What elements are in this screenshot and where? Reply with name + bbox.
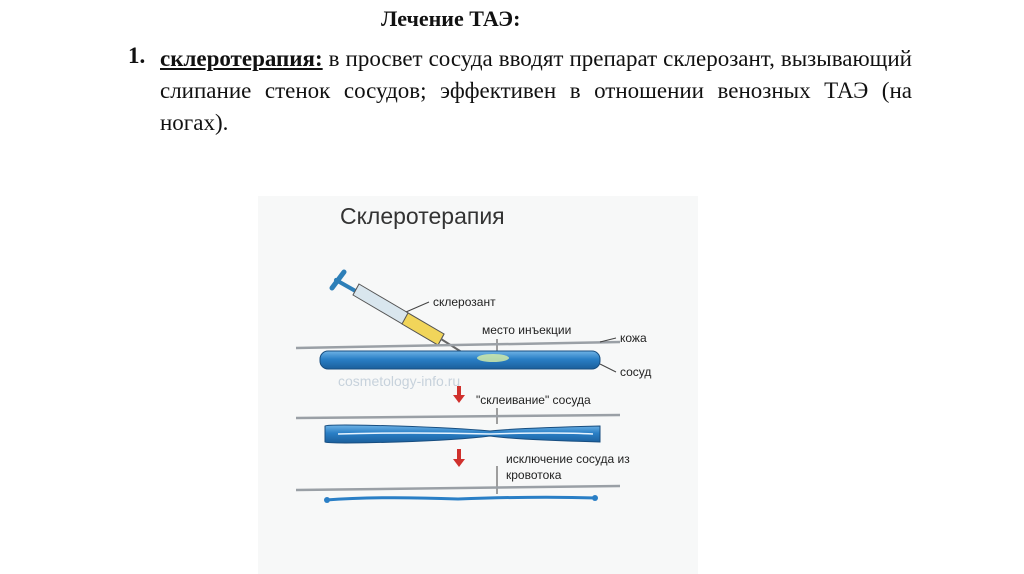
watermark: cosmetology-info.ru: [338, 373, 460, 389]
term-sclerotherapy: склеротерапия:: [160, 46, 323, 71]
skin-line-2: [296, 415, 620, 418]
label-exclusion-line1: исключение сосуда из: [506, 452, 630, 466]
vessel-stage-1: [320, 351, 600, 369]
vessel-stage-3: [326, 497, 596, 500]
label-skin: кожа: [620, 331, 647, 345]
figure-title: Склеротерапия: [340, 203, 505, 229]
list-item-number: 1.: [128, 43, 145, 69]
label-sclerosant: склерозант: [433, 295, 496, 309]
arrow-down-icon: [453, 449, 465, 467]
label-gluing: "склеивание" сосуда: [476, 393, 591, 407]
slide-title: Лечение ТАЭ:: [381, 6, 520, 32]
skin-line-1: [296, 342, 620, 348]
label-injection-site: место инъекции: [482, 323, 571, 337]
sclerotherapy-diagram: Склеротерапия склерозант место инъекции …: [258, 196, 698, 574]
label-vessel: сосуд: [620, 365, 651, 379]
skin-line-3: [296, 486, 620, 490]
list-item-text: склеротерапия: в просвет сосуда вводят п…: [160, 43, 912, 139]
sclerotherapy-figure: Склеротерапия склерозант место инъекции …: [258, 196, 698, 574]
label-exclusion-line2: кровотока: [506, 468, 562, 482]
